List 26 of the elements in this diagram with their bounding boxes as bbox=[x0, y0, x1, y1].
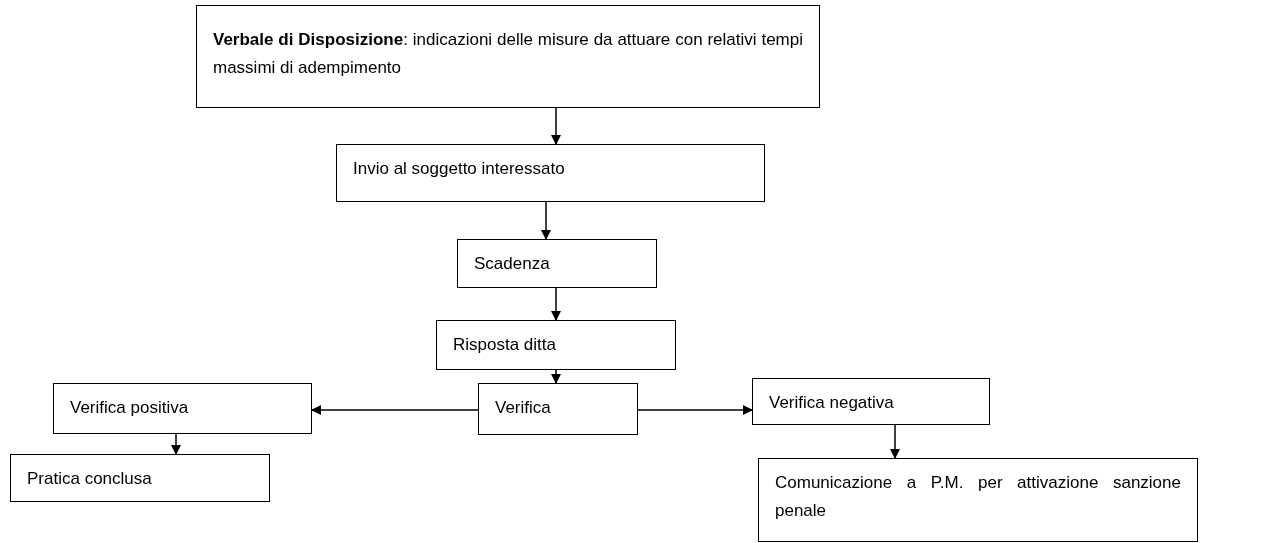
process-box bbox=[752, 378, 990, 425]
process-box bbox=[10, 454, 270, 502]
arrow bbox=[890, 424, 900, 459]
box-text: Verifica positiva bbox=[70, 397, 190, 419]
box-text: Pratica conclusa bbox=[27, 468, 153, 490]
arrow bbox=[551, 369, 561, 384]
box-text: Verbale di Disposizione: indicazioni delle misure da attuare con relativi tempi massimi di adempimento bbox=[213, 29, 803, 79]
process-box bbox=[196, 5, 820, 108]
box-text: Verifica negativa bbox=[769, 392, 895, 414]
arrow bbox=[171, 433, 181, 455]
box-text: Verifica bbox=[495, 397, 552, 419]
arrow bbox=[541, 201, 551, 240]
box-text: Invio al soggetto interessato bbox=[353, 158, 566, 180]
process-box bbox=[478, 383, 638, 435]
process-box bbox=[457, 239, 657, 288]
process-box bbox=[436, 320, 676, 370]
box-text: Scadenza bbox=[474, 253, 551, 275]
arrow bbox=[637, 405, 753, 415]
process-box bbox=[53, 383, 312, 434]
box-text: Risposta ditta bbox=[453, 334, 557, 356]
arrow bbox=[311, 405, 479, 415]
process-box bbox=[758, 458, 1198, 542]
box-text: Comunicazione a P.M. per attivazione sanzione penale bbox=[775, 472, 1181, 522]
arrow bbox=[551, 287, 561, 321]
arrow bbox=[551, 107, 561, 145]
process-box bbox=[336, 144, 765, 202]
